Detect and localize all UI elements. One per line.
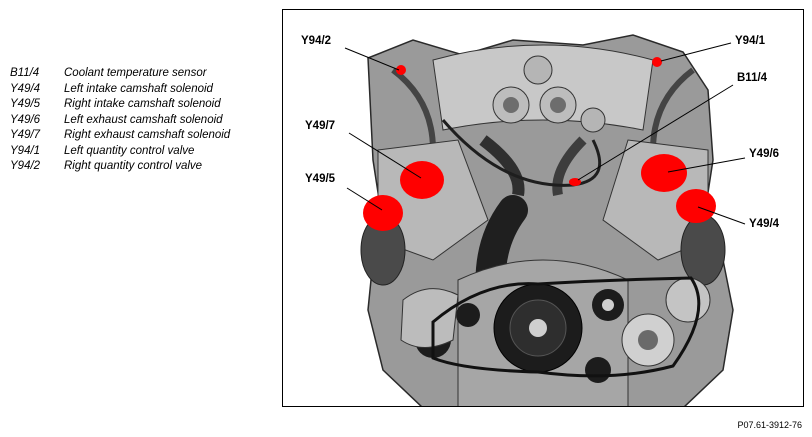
y49-6-highlight (641, 154, 687, 192)
callout-y49-7: Y49/7 (305, 120, 336, 132)
legend-desc: Left intake camshaft solenoid (64, 82, 213, 95)
engine-illustration-frame: Y94/2 Y94/1 B11/4 Y49/7 Y49/6 Y49/5 Y49/… (282, 9, 804, 407)
y49-4-highlight (676, 189, 716, 223)
callout-y49-6: Y49/6 (749, 148, 780, 160)
y49-7-highlight (400, 161, 444, 199)
legend-code: B11/4 (10, 67, 40, 79)
y94-2-highlight (396, 65, 406, 75)
legend-desc: Right quantity control valve (64, 160, 203, 172)
legend-code: Y94/2 (10, 160, 41, 172)
legend-desc: Right intake camshaft solenoid (64, 98, 221, 110)
legend-row: B11/4 Coolant temperature sensor (10, 66, 230, 82)
callout-y49-4: Y49/4 (749, 218, 780, 230)
legend-row: Y94/1 Left quantity control valve (10, 144, 230, 160)
y49-5-highlight (363, 195, 403, 231)
legend-desc: Left quantity control valve (64, 144, 195, 157)
callout-b11-4: B11/4 (737, 72, 768, 84)
legend-row: Y49/6 Left exhaust camshaft solenoid (10, 113, 230, 129)
legend-desc: Coolant temperature sensor (64, 67, 207, 79)
legend-row: Y49/5 Right intake camshaft solenoid (10, 97, 230, 113)
legend-row: Y49/7 Right exhaust camshaft solenoid (10, 128, 230, 144)
legend-row: Y49/4 Left intake camshaft solenoid (10, 82, 230, 98)
legend-code: Y49/4 (10, 82, 41, 95)
figure-reference-number: P07.61-3912-76 (737, 420, 802, 430)
legend-row: Y94/2 Right quantity control valve (10, 159, 230, 175)
legend-desc: Right exhaust camshaft solenoid (64, 129, 231, 141)
legend-code: Y49/6 (10, 113, 41, 126)
callout-y49-5: Y49/5 (305, 173, 336, 185)
engine-illustration (344, 34, 746, 406)
legend-code: Y94/1 (10, 144, 41, 157)
y94-1-highlight (652, 57, 662, 67)
callout-y94-1: Y94/1 (735, 35, 766, 47)
callout-y94-2: Y94/2 (301, 35, 332, 47)
legend-desc: Left exhaust camshaft solenoid (64, 113, 223, 126)
legend-code: Y49/7 (10, 129, 41, 141)
legend-code: Y49/5 (10, 98, 41, 110)
